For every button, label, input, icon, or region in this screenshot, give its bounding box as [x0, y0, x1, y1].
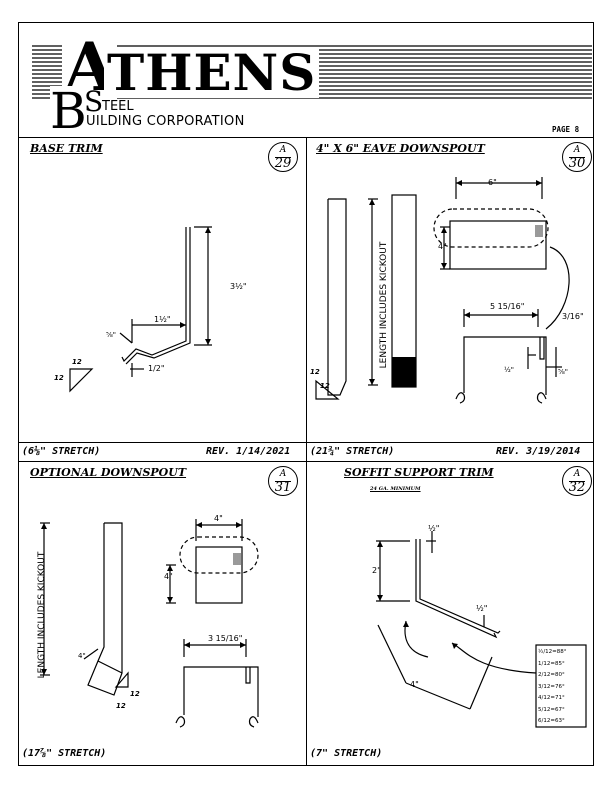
stretch-note: (7" STRETCH) — [310, 748, 383, 759]
panel-title: SOFFIT SUPPORT TRIM — [344, 466, 494, 479]
detail-badge: A 31 — [268, 466, 298, 496]
dim-hem: ½" — [476, 604, 488, 613]
table-row: 5/12=67° — [538, 706, 565, 713]
dim-hem: 1/2" — [148, 364, 165, 373]
dim-lip-width: 5 15/16" — [490, 302, 525, 311]
pitch-angle-table: ½/12=88° 1/12=85° 2/12=80° 3/12=76° 4/12… — [538, 647, 586, 728]
revision-date: REV. 3/19/2014 — [496, 446, 581, 457]
detail-badge: A 30 — [562, 142, 592, 172]
dim-width: 6" — [488, 178, 497, 187]
table-row: 4/12=71° — [538, 695, 565, 701]
badge-letter: A — [573, 145, 581, 155]
dim-width: 4" — [214, 514, 223, 523]
table-row: 2/12=80° — [538, 672, 565, 678]
dim-kick: 4" — [78, 652, 86, 660]
badge-number: 32 — [568, 480, 586, 495]
vertical-divider — [306, 137, 307, 766]
dim-top: ½" — [428, 524, 440, 533]
dim-angle: ⅝" — [106, 331, 117, 339]
dim-bottom: 4" — [410, 680, 419, 689]
stretch-note: (21¾" STRETCH) — [310, 446, 395, 457]
gauge-note: 24 GA. MINIMUM — [370, 486, 421, 492]
dim-lip-width: 3 15/16" — [208, 634, 243, 643]
table-row: 3/12=76° — [538, 683, 565, 690]
badge-number: 29 — [274, 156, 292, 171]
revision-date: REV. 1/14/2021 — [206, 446, 291, 457]
pitch-horizontal: 12 — [116, 702, 126, 710]
pitch-vertical: 12 — [310, 368, 320, 376]
badge-number: 30 — [568, 156, 586, 171]
page-number: PAGE 8 — [552, 125, 580, 134]
panel-title: OPTIONAL DOWNSPOUT — [30, 466, 187, 479]
stretch-note: (6⅛" STRETCH) — [22, 446, 101, 457]
pitch-vertical: 12 — [54, 374, 64, 382]
dim-side-a: ½" — [504, 366, 515, 374]
soffit-trim-drawing — [376, 531, 587, 728]
panel-title: 4" X 6" EAVE DOWNSPOUT — [316, 142, 485, 155]
eave-downspout-drawing — [315, 177, 570, 404]
logo-letter-s: S — [84, 85, 104, 118]
length-note: LENGTH INCLUDES KICKOUT — [37, 551, 47, 679]
panel-title: BASE TRIM — [30, 142, 103, 155]
pitch-vertical: 12 — [130, 690, 140, 698]
optional-downspout-drawing — [40, 519, 259, 728]
detail-badge: A 32 — [562, 466, 592, 496]
logo-word-thens: THENS — [104, 48, 320, 98]
dim-depth: 4" — [438, 242, 447, 251]
base-trim-drawing — [69, 226, 212, 393]
badge-number: 31 — [274, 480, 292, 495]
dim-step: 1½" — [154, 315, 171, 324]
dim-lip: 3/16" — [562, 312, 584, 321]
pitch-horizontal: 12 — [72, 358, 82, 366]
table-row: ½/12=88° — [538, 649, 567, 655]
badge-letter: A — [279, 145, 287, 155]
table-row: 6/12=63° — [538, 718, 565, 724]
badge-letter: A — [279, 469, 287, 479]
detail-badge: A 29 — [268, 142, 298, 172]
stretch-note: (17⅞" STRETCH) — [22, 748, 107, 759]
badge-letter: A — [573, 469, 581, 479]
dim-height: 3½" — [230, 282, 247, 291]
logo-letter-b: B — [50, 82, 87, 140]
pitch-horizontal: 12 — [320, 382, 330, 390]
dim-left: 2" — [372, 566, 381, 575]
logo-word-corporation: UILDING CORPORATION — [86, 114, 245, 129]
length-note: LENGTH INCLUDES KICKOUT — [379, 241, 389, 369]
dim-depth: 4" — [164, 572, 173, 581]
table-row: 1/12=85° — [538, 660, 565, 667]
logo-word-steel: TEEL — [102, 99, 134, 114]
dim-side-b: ⅝" — [558, 368, 569, 376]
